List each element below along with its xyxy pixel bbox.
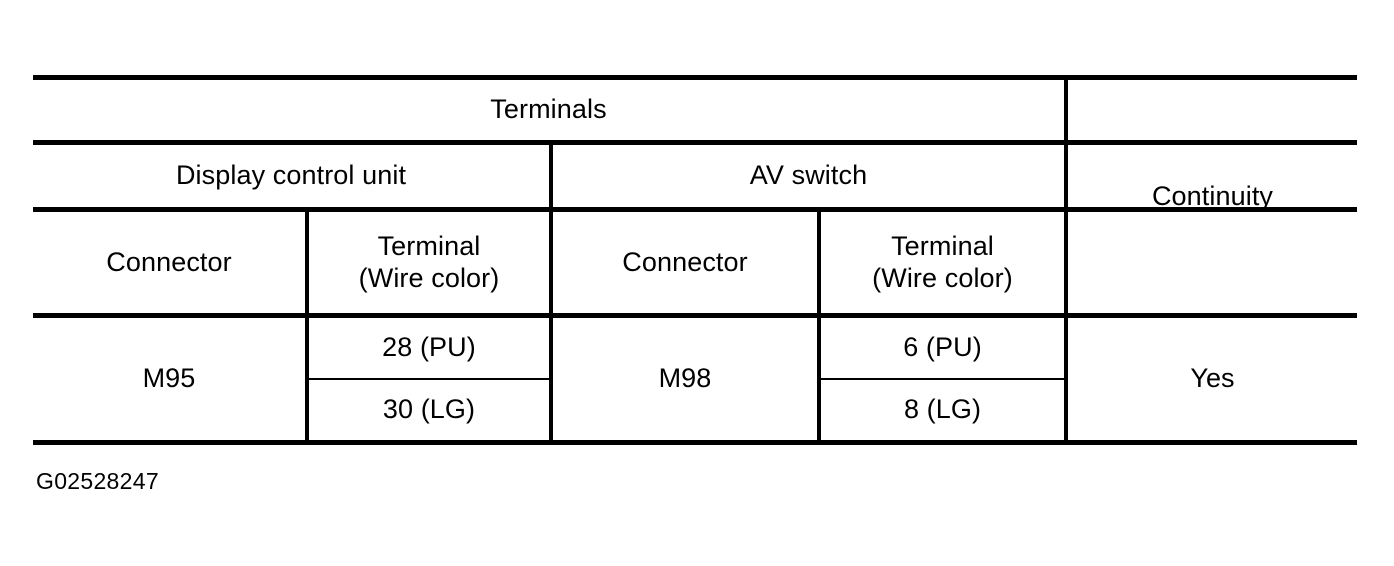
header-terminal-wire-color-display-control-unit: Terminal (Wire color) [358,230,500,293]
column-divider-display-unit-av-switch [549,140,553,443]
table-header-rule-3 [33,313,1357,318]
table-header-rule-2 [33,207,1357,212]
continuity-table: Terminals Continuity Display control uni… [33,75,1357,448]
column-divider-connector-terminal-right [817,207,821,443]
cell-av-switch-terminal-1: 6 (PU) [903,332,982,363]
header-connector-display-control-unit: Connector [106,246,232,277]
cell-av-switch-terminal-2: 8 (LG) [903,394,982,425]
terminal-right-subrow-divider [817,378,1064,380]
cell-display-control-unit-connector: M95 [142,363,196,394]
header-terminal-wire-color-av-switch: Terminal (Wire color) [872,230,1013,293]
column-divider-terminals-continuity [1064,75,1068,443]
terminal-left-subrow-divider [305,378,549,380]
header-av-switch: AV switch [749,160,868,191]
column-divider-connector-terminal-left [305,207,309,443]
figure-caption: G02528247 [36,468,159,494]
cell-av-switch-connector: M98 [658,363,712,394]
header-continuity: Continuity [1151,180,1274,211]
table-header-rule-1 [33,140,1357,145]
cell-continuity-value: Yes [1190,363,1235,394]
header-connector-av-switch: Connector [622,246,748,277]
header-display-control-unit: Display control unit [175,160,407,191]
cell-display-control-unit-terminal-2: 30 (LG) [382,394,476,425]
cell-display-control-unit-terminal-1: 28 (PU) [382,332,476,363]
table-bottom-rule [33,440,1357,445]
header-terminals: Terminals [490,94,607,125]
table-top-rule [33,75,1357,80]
